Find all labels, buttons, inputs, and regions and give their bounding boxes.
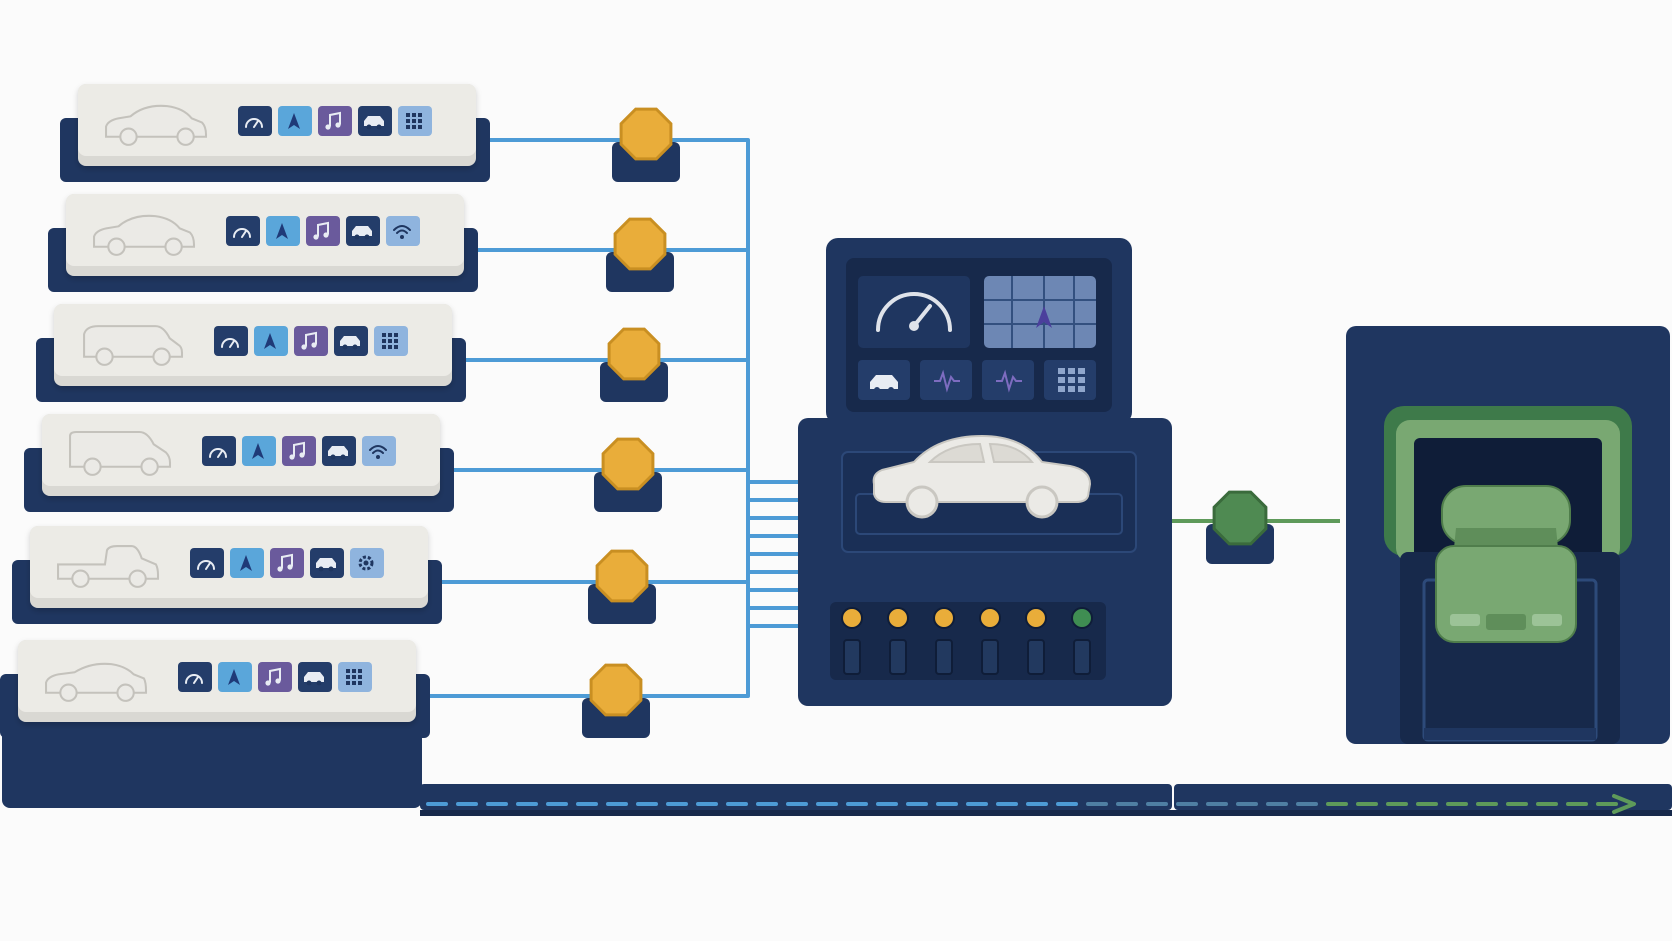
music-note-icon: [282, 436, 316, 466]
van-car-model: [69, 431, 172, 476]
car-icon: [346, 216, 380, 246]
variant-row-6: [0, 640, 430, 738]
car-icon: [310, 548, 344, 578]
quality-gate-yellow: [582, 663, 650, 738]
navigation-arrow-icon: [278, 106, 312, 136]
indicator-light-green: [1071, 607, 1093, 675]
quality-gate-yellow: [594, 437, 662, 512]
music-note-icon: [294, 326, 328, 356]
slider-control: [843, 639, 861, 675]
hub-indicator-lights: [841, 607, 1093, 675]
indicator-light-yellow: [887, 607, 909, 675]
music-note-icon: [318, 106, 352, 136]
car-icon: [298, 662, 332, 692]
car-icon: [334, 326, 368, 356]
music-note-icon: [306, 216, 340, 246]
connector-lines: [430, 138, 798, 698]
hub-icon-row: [858, 360, 1096, 400]
variant-row-2: [48, 194, 478, 292]
timeline-arrowhead: [1612, 794, 1636, 814]
gauge-icon: [226, 216, 260, 246]
navigation-arrow-icon: [242, 436, 276, 466]
gauge-icon: [202, 436, 236, 466]
hub-car-model: [872, 434, 1092, 519]
music-note-icon: [270, 548, 304, 578]
variant-rows: [0, 84, 490, 738]
quality-gate-yellow: [606, 217, 674, 292]
grid-icon: [338, 662, 372, 692]
navigation-arrow-icon: [266, 216, 300, 246]
sedan-car-model: [105, 104, 208, 146]
quality-gate-yellow: [588, 549, 656, 624]
variant-row-5: [12, 526, 442, 624]
quality-gate-yellow: [600, 327, 668, 402]
wifi-icon: [386, 216, 420, 246]
indicator-light-yellow: [979, 607, 1001, 675]
waveform-icon: [920, 360, 972, 400]
gauge-icon: [238, 106, 272, 136]
car-icon: [858, 360, 910, 400]
music-note-icon: [258, 662, 292, 692]
grid-icon: [398, 106, 432, 136]
wifi-icon: [362, 436, 396, 466]
variant-row-1: [60, 84, 490, 182]
slider-control: [889, 639, 907, 675]
variant-row-3: [36, 304, 466, 402]
coupe-car-model: [45, 662, 148, 702]
gauge-icon: [190, 548, 224, 578]
pickup-car-model: [57, 545, 160, 588]
output-green-car: [1435, 485, 1577, 643]
navigation-arrow-icon: [218, 662, 252, 692]
gauge-icon: [214, 326, 248, 356]
slider-control: [1027, 639, 1045, 675]
car-icon: [322, 436, 356, 466]
slider-control: [935, 639, 953, 675]
grid-icon: [1044, 360, 1096, 400]
slider-control: [981, 639, 999, 675]
navigation-arrow-icon: [254, 326, 288, 356]
slider-control: [1073, 639, 1091, 675]
minivan-car-model: [83, 325, 184, 366]
output-tunnel: [1346, 326, 1670, 744]
navigation-arrow-icon: [230, 548, 264, 578]
timeline-dashed-arrow: [426, 794, 1636, 814]
indicator-light-yellow: [933, 607, 955, 675]
sedan-car-model: [93, 214, 196, 256]
central-hub-machine: [798, 238, 1172, 706]
hub-control-panel: [830, 602, 1106, 680]
quality-gate-green: [1206, 490, 1274, 564]
variant-row-4: [24, 414, 454, 512]
car-icon: [358, 106, 392, 136]
gauge-icon: [178, 662, 212, 692]
hub-gauge-panel: [858, 276, 970, 348]
waveform-icon: [982, 360, 1034, 400]
gear-icon: [350, 548, 384, 578]
indicator-light-yellow: [841, 607, 863, 675]
grid-icon: [374, 326, 408, 356]
quality-gates: [582, 107, 680, 738]
indicator-light-yellow: [1025, 607, 1047, 675]
map-navigation-icon: [984, 276, 1096, 348]
quality-gate-yellow: [612, 107, 680, 182]
